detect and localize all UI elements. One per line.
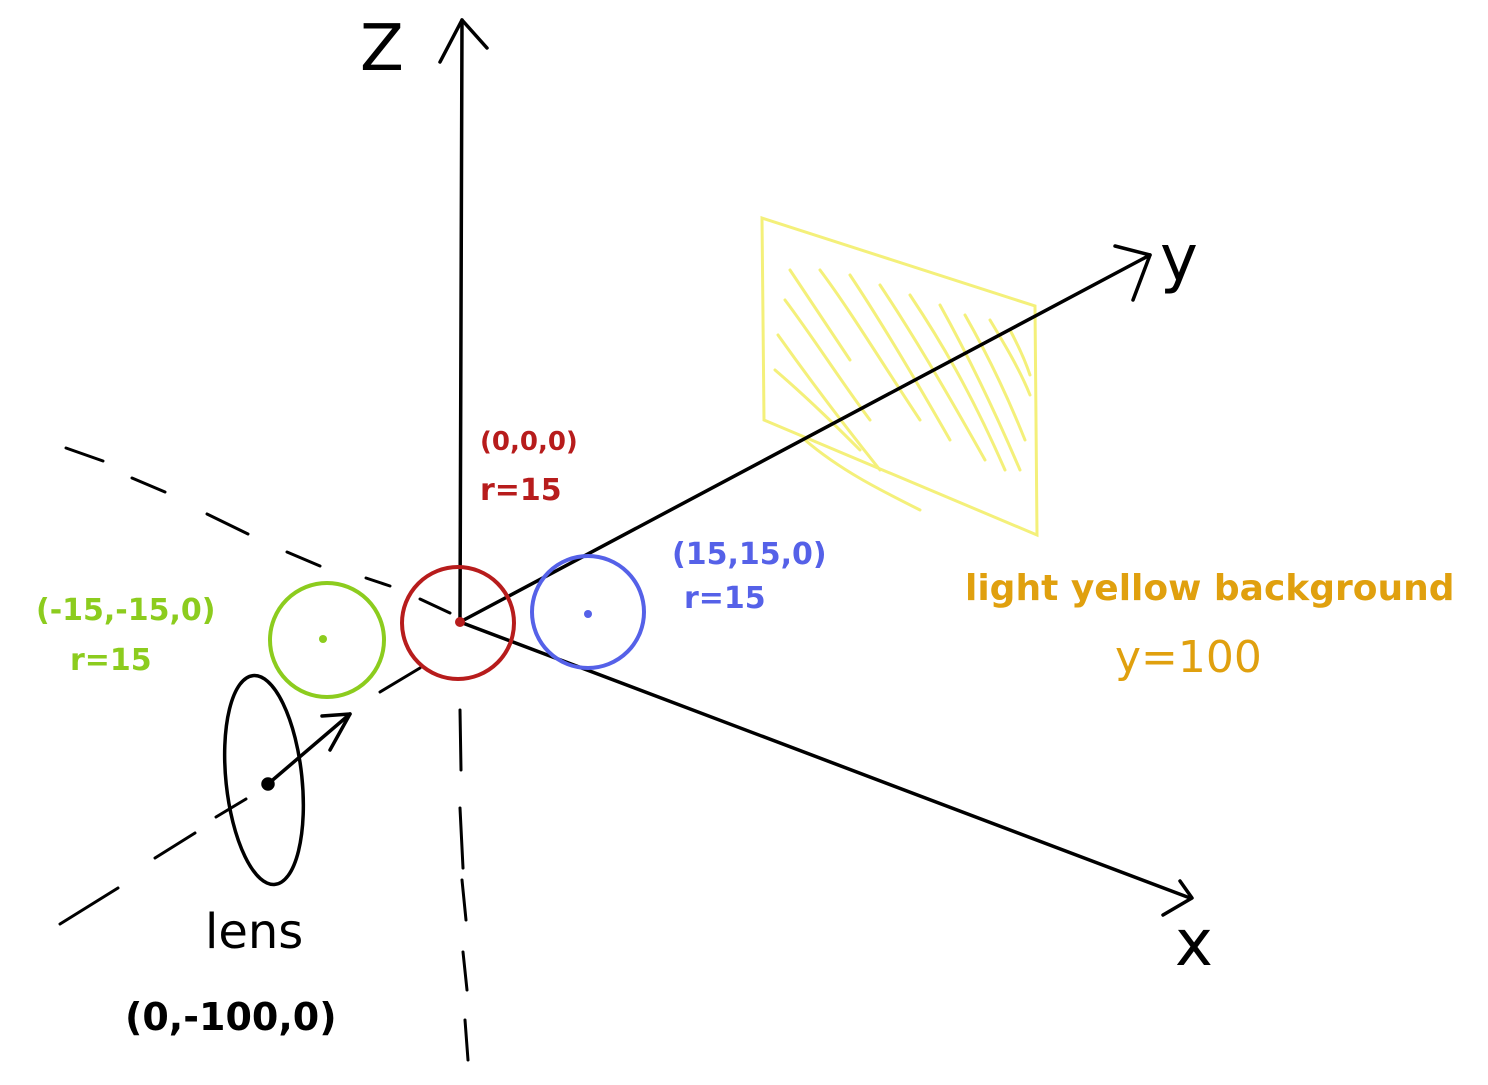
lens-label: lens [205, 904, 303, 960]
lens-direction-arrow [266, 712, 352, 786]
dashed-neg-z-axis [458, 708, 470, 1062]
sphere-origin-outline [400, 565, 516, 681]
y-axis-line [458, 253, 1152, 624]
z-axis-line [458, 18, 464, 624]
dashed-neg-x-axis [64, 446, 452, 615]
axes [438, 18, 1194, 917]
sphere-green-outline [268, 581, 386, 699]
lens-ellipse [222, 673, 306, 887]
z-axis-label: Z [360, 12, 404, 86]
background-position: y=100 [1115, 632, 1262, 683]
y-axis-arrowhead [1113, 244, 1152, 302]
sphere-green-coord: (-15,-15,0) [36, 593, 216, 628]
sphere-green-center [319, 635, 327, 643]
origin-point [455, 617, 465, 627]
sphere-origin-coord: (0,0,0) [480, 427, 578, 457]
sphere-origin-radius: r=15 [480, 473, 562, 508]
lens-arrowhead [320, 712, 352, 752]
sphere-blue-outline [530, 554, 646, 670]
lens-center-point [261, 777, 275, 791]
z-axis-arrowhead [438, 18, 489, 64]
lens [222, 673, 352, 887]
background-plane-hatching [773, 268, 1032, 512]
sphere-green: (-15,-15,0) r=15 [36, 581, 386, 699]
x-axis-label: x [1175, 907, 1213, 981]
sphere-blue-center [584, 610, 592, 618]
background-plane [760, 215, 1039, 538]
sphere-origin: (0,0,0) r=15 [400, 427, 578, 681]
dashed-extensions [58, 446, 470, 1062]
lens-coord: (0,-100,0) [125, 995, 337, 1039]
sphere-blue-coord: (15,15,0) [672, 537, 827, 572]
sphere-green-radius: r=15 [70, 643, 152, 678]
background-label: light yellow background [965, 568, 1455, 609]
sphere-blue-radius: r=15 [684, 581, 766, 616]
y-axis-label: y [1160, 222, 1198, 296]
x-axis-arrowhead [1161, 879, 1194, 917]
background-plane-outline [760, 215, 1039, 538]
sphere-blue: (15,15,0) r=15 [530, 537, 827, 670]
dashed-neg-y-axis [58, 666, 422, 926]
